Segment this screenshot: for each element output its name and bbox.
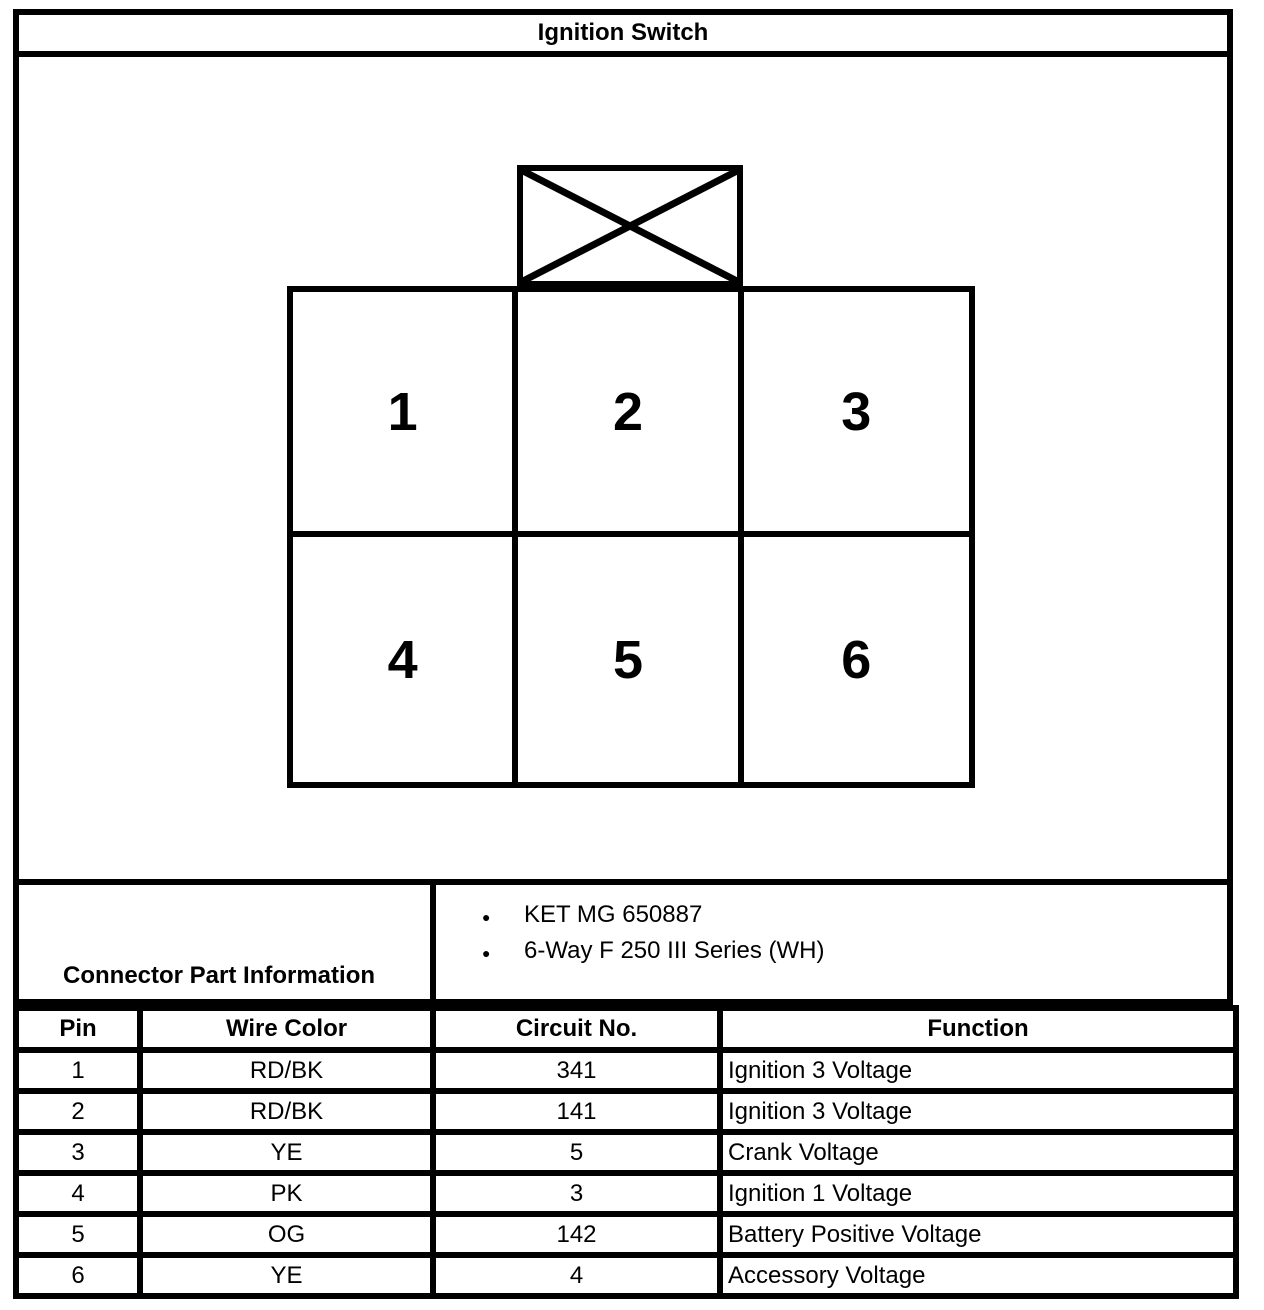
column-header-function: Function — [717, 1005, 1239, 1053]
document-frame: Ignition Switch 1 2 3 4 — [13, 9, 1239, 1299]
circuit-no-cell: 142 — [430, 1211, 723, 1258]
x-cross-icon — [523, 171, 737, 281]
cavity-cell-4: 4 — [293, 537, 519, 782]
connector-part-information-label: Connector Part Information — [63, 962, 376, 989]
column-header-circuit-no: Circuit No. — [430, 1005, 723, 1053]
cavity-cell-1: 1 — [293, 292, 519, 537]
part-info-item-text: 6-Way F 250 III Series (WH) — [524, 937, 825, 964]
connector-part-information-row: Connector Part Information ● KET MG 6508… — [13, 885, 1233, 1005]
connector-diagram: 1 2 3 4 5 6 — [13, 57, 1233, 885]
circuit-no-cell: 4 — [430, 1252, 723, 1299]
cavity-number: 6 — [841, 629, 872, 690]
circuit-no-cell: 341 — [430, 1047, 723, 1094]
table-row: 4 PK 3 Ignition 1 Voltage — [13, 1170, 1239, 1217]
table-row: 1 RD/BK 341 Ignition 3 Voltage — [13, 1047, 1239, 1094]
column-header-wire-color: Wire Color — [137, 1005, 436, 1053]
function-cell: Accessory Voltage — [717, 1252, 1239, 1299]
circuit-no-cell: 3 — [430, 1170, 723, 1217]
cavity-cell-6: 6 — [744, 537, 969, 782]
cavity-number: 3 — [841, 381, 872, 442]
bullet-icon: ● — [482, 945, 491, 961]
page-title-text: Ignition Switch — [537, 19, 709, 46]
wire-color-cell: PK — [137, 1170, 436, 1217]
cavity-number: 2 — [612, 381, 644, 442]
pin-cell: 4 — [13, 1170, 143, 1217]
pin-cell: 6 — [13, 1252, 143, 1299]
table-row: 6 YE 4 Accessory Voltage — [13, 1252, 1239, 1299]
wire-color-cell: OG — [137, 1211, 436, 1258]
table-row: 2 RD/BK 141 Ignition 3 Voltage — [13, 1088, 1239, 1135]
table-row: 5 OG 142 Battery Positive Voltage — [13, 1211, 1239, 1258]
function-cell: Ignition 3 Voltage — [717, 1088, 1239, 1135]
wire-color-cell: YE — [137, 1129, 436, 1176]
cavity-number: 1 — [387, 381, 418, 442]
wire-color-cell: YE — [137, 1252, 436, 1299]
circuit-no-cell: 141 — [430, 1088, 723, 1135]
connector-part-information-label-cell: Connector Part Information — [19, 885, 436, 999]
pin-cell: 3 — [13, 1129, 143, 1176]
function-cell: Ignition 1 Voltage — [717, 1170, 1239, 1217]
function-cell: Ignition 3 Voltage — [717, 1047, 1239, 1094]
pin-cell: 5 — [13, 1211, 143, 1258]
page-title: Ignition Switch — [13, 9, 1233, 57]
pin-cell: 2 — [13, 1088, 143, 1135]
cavity-cell-5: 5 — [518, 537, 744, 782]
circuit-no-cell: 5 — [430, 1129, 723, 1176]
table-row: 3 YE 5 Crank Voltage — [13, 1129, 1239, 1176]
wire-color-cell: RD/BK — [137, 1047, 436, 1094]
cavity-cell-2: 2 — [518, 292, 744, 537]
cavity-number: 4 — [387, 629, 418, 690]
cavity-cell-3: 3 — [743, 292, 969, 537]
part-info-item: ● KET MG 650887 — [436, 898, 1227, 934]
pin-cell: 1 — [13, 1047, 143, 1094]
part-info-item-text: KET MG 650887 — [524, 901, 703, 928]
part-info-item: ● 6-Way F 250 III Series (WH) — [436, 934, 1227, 970]
pin-table: Pin Wire Color Circuit No. Function 1 RD… — [13, 1005, 1239, 1299]
column-header-pin: Pin — [13, 1005, 143, 1053]
bullet-icon: ● — [482, 909, 491, 925]
cavity-grid: 1 2 3 4 5 6 — [287, 286, 975, 788]
function-cell: Battery Positive Voltage — [717, 1211, 1239, 1258]
pin-table-header-row: Pin Wire Color Circuit No. Function — [13, 1005, 1239, 1053]
function-cell: Crank Voltage — [717, 1129, 1239, 1176]
wire-color-cell: RD/BK — [137, 1088, 436, 1135]
cavity-number: 5 — [612, 629, 644, 690]
connector-part-information-list: ● KET MG 650887 ● 6-Way F 250 III Series… — [436, 885, 1227, 999]
keyway-box — [517, 165, 743, 287]
